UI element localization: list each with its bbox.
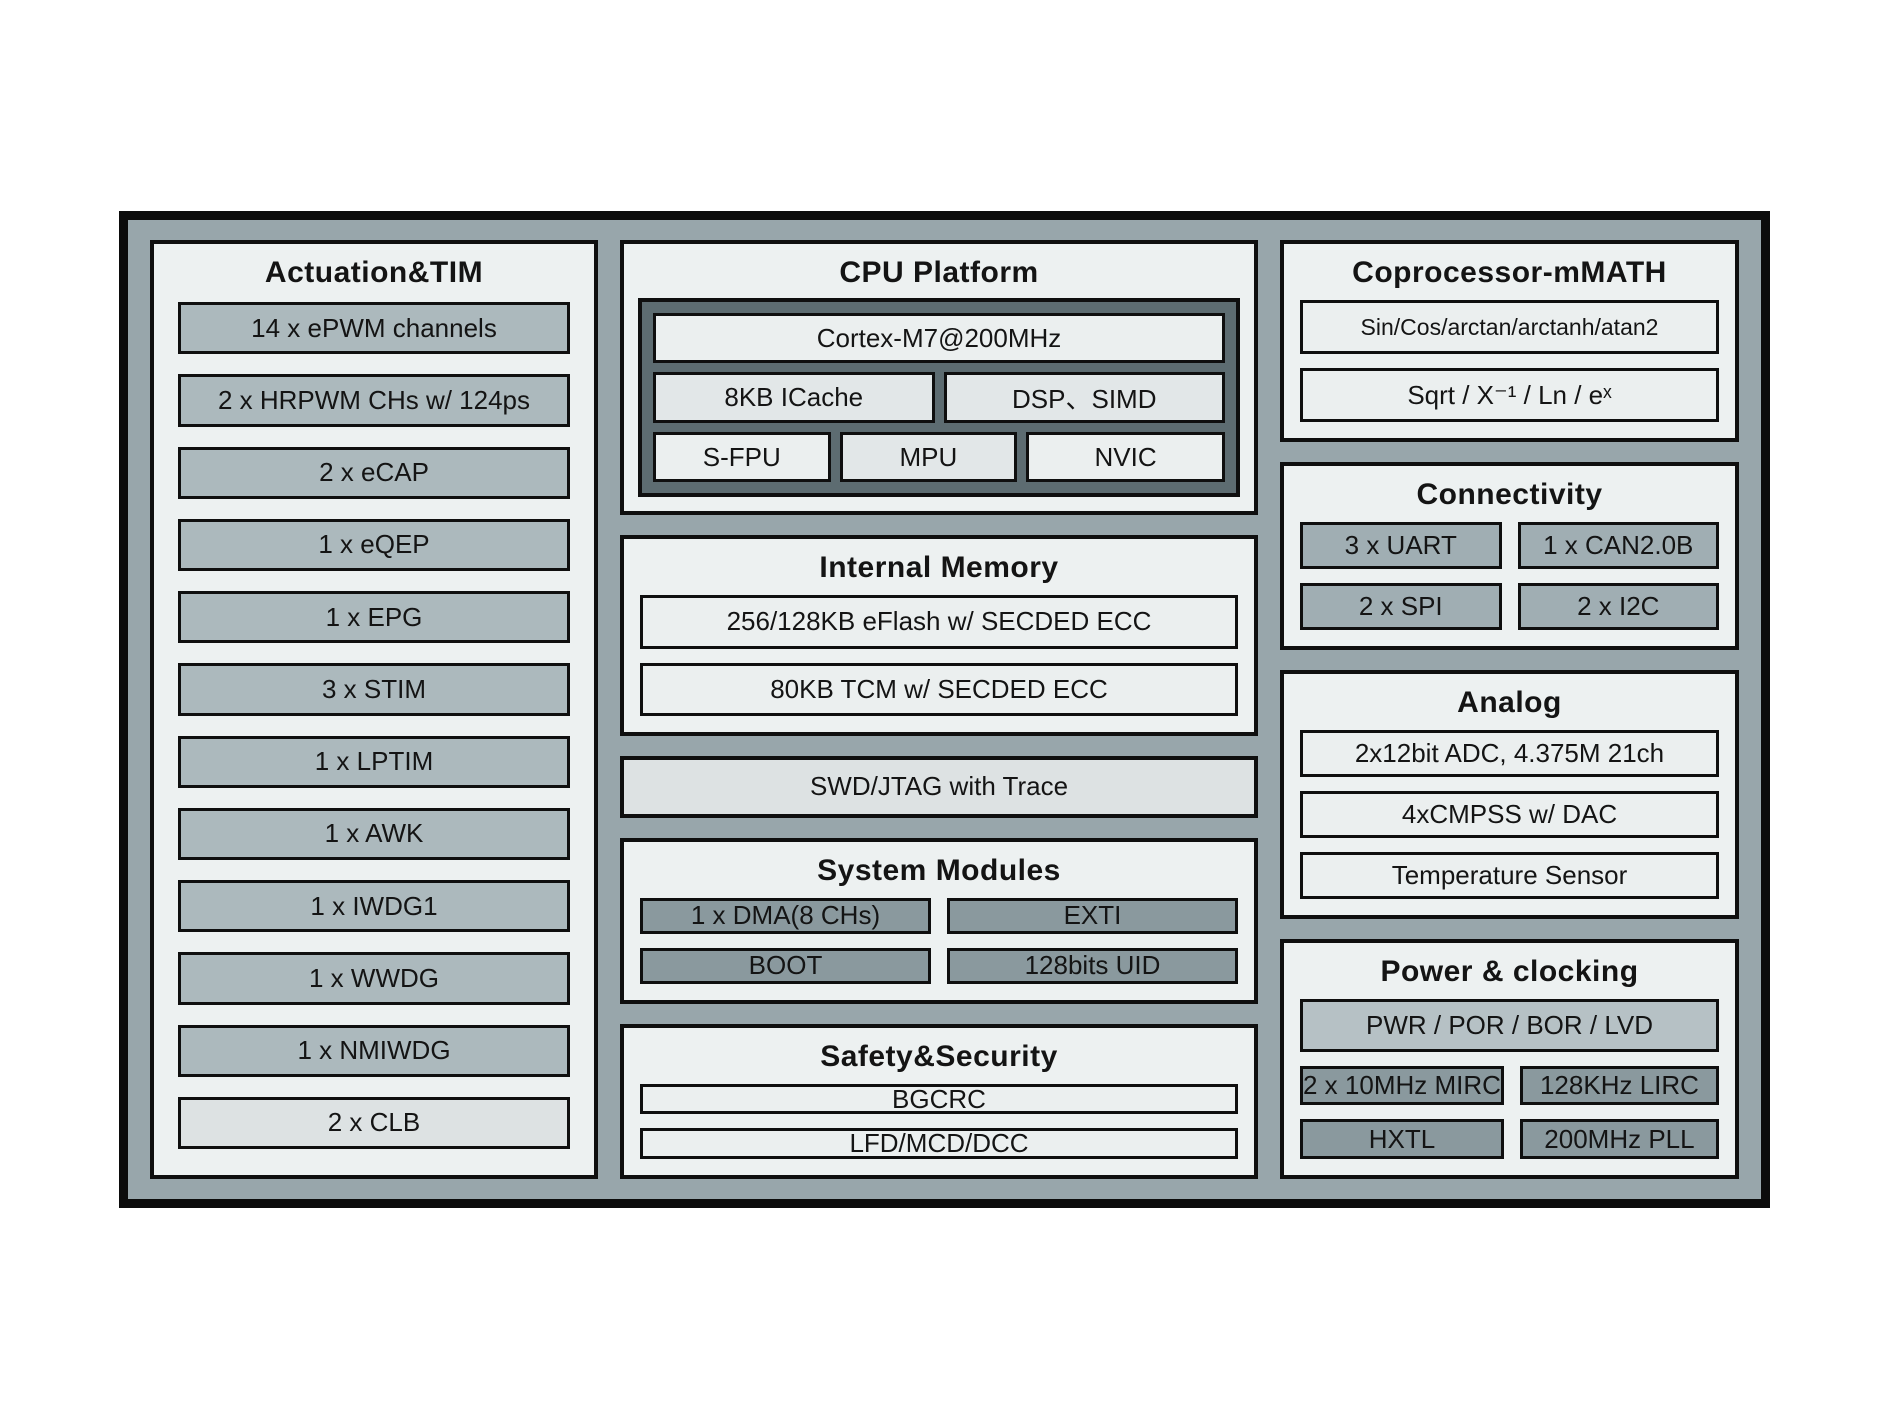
power-list: PWR / POR / BOR / LVD 2 x 10MHz MIRC 128… [1284,995,1735,1175]
cpu-row-units: S-FPU MPU NVIC [653,431,1225,483]
safety-list: BGCRC LFD/MCD/DCC [624,1080,1254,1175]
block-stim: 3 x STIM [178,663,570,716]
block-lfd: LFD/MCD/DCC [640,1128,1238,1159]
block-eflash: 256/128KB eFlash w/ SECDED ECC [640,595,1238,649]
block-sqrt: Sqrt / X⁻¹ / Ln / eˣ [1300,368,1719,422]
panel-system-modules: System Modules 1 x DMA(8 CHs) EXTI BOOT … [620,837,1258,1004]
cpu-core-well: Cortex-M7@200MHz 8KB ICache DSP、SIMD S-F… [638,298,1240,498]
panel-connectivity: Connectivity 3 x UART 1 x CAN2.0B 2 x SP… [1280,462,1739,650]
analog-list: 2x12bit ADC, 4.375M 21ch 4xCMPSS w/ DAC … [1284,726,1735,915]
block-cortex-m7: Cortex-M7@200MHz [653,313,1225,364]
block-pwr-por: PWR / POR / BOR / LVD [1300,999,1719,1052]
panel-title-analog: Analog [1457,685,1562,719]
panel-title-cpu: CPU Platform [839,256,1039,289]
power-grid: 2 x 10MHz MIRC 128KHz LIRC HXTL 200MHz P… [1300,1065,1719,1159]
block-nvic: NVIC [1026,431,1225,483]
block-hxtl: HXTL [1300,1119,1504,1159]
panel-cpu-platform: CPU Platform Cortex-M7@200MHz 8KB ICache… [620,240,1258,516]
panel-title-coprocessor: Coprocessor-mMATH [1352,256,1667,289]
block-clb: 2 x CLB [178,1096,570,1149]
block-cmpss: 4xCMPSS w/ DAC [1300,790,1719,839]
block-epg: 1 x EPG [178,591,570,644]
block-eqep: 1 x eQEP [178,518,570,571]
block-can: 1 x CAN2.0B [1517,522,1719,569]
block-dma: 1 x DMA(8 CHs) [640,897,931,934]
panel-title-system: System Modules [817,853,1061,887]
column-cpu: CPU Platform Cortex-M7@200MHz 8KB ICache… [620,240,1258,1179]
block-hrpwm: 2 x HRPWM CHs w/ 124ps [178,374,570,427]
block-temp-sensor: Temperature Sensor [1300,852,1719,900]
block-dsp-simd: DSP、SIMD [943,372,1225,423]
column-peripherals: Coprocessor-mMATH Sin/Cos/arctan/arctanh… [1280,240,1739,1179]
block-lptim: 1 x LPTIM [178,735,570,788]
chip-outline: Actuation&TIM 14 x ePWM channels 2 x HRP… [119,211,1770,1208]
cpu-row-cache: 8KB ICache DSP、SIMD [653,372,1225,423]
block-uart: 3 x UART [1300,522,1502,569]
panel-title-power: Power & clocking [1380,955,1639,989]
cpu-row-core: Cortex-M7@200MHz [653,313,1225,364]
panel-internal-memory: Internal Memory 256/128KB eFlash w/ SECD… [620,535,1258,737]
panel-coprocessor: Coprocessor-mMATH Sin/Cos/arctan/arctanh… [1280,240,1739,442]
block-mirc: 2 x 10MHz MIRC [1300,1065,1504,1106]
block-epwm: 14 x ePWM channels [178,302,570,355]
panel-title-connectivity: Connectivity [1416,478,1603,511]
panel-actuation-tim: Actuation&TIM 14 x ePWM channels 2 x HRP… [150,240,598,1179]
block-uid: 128bits UID [947,947,1238,984]
block-exti: EXTI [947,897,1238,934]
block-adc: 2x12bit ADC, 4.375M 21ch [1300,729,1719,777]
actuation-list: 14 x ePWM channels 2 x HRPWM CHs w/ 124p… [154,296,594,1175]
panel-safety-security: Safety&Security BGCRC LFD/MCD/DCC [620,1023,1258,1179]
panel-title-safety: Safety&Security [820,1039,1058,1073]
block-awk: 1 x AWK [178,807,570,860]
block-ecap: 2 x eCAP [178,446,570,499]
block-boot: BOOT [640,947,931,984]
block-icache: 8KB ICache [653,372,935,423]
panel-power-clocking: Power & clocking PWR / POR / BOR / LVD 2… [1280,939,1739,1179]
block-lirc: 128KHz LIRC [1519,1065,1719,1106]
coprocessor-list: Sin/Cos/arctan/arctanh/atan2 Sqrt / X⁻¹ … [1284,296,1735,438]
panel-analog: Analog 2x12bit ADC, 4.375M 21ch 4xCMPSS … [1280,669,1739,920]
block-i2c: 2 x I2C [1517,582,1719,630]
column-actuation: Actuation&TIM 14 x ePWM channels 2 x HRP… [150,240,598,1179]
panel-title-memory: Internal Memory [819,551,1059,585]
memory-list: 256/128KB eFlash w/ SECDED ECC 80KB TCM … [624,591,1254,732]
panel-title-actuation: Actuation&TIM [264,256,484,289]
system-grid: 1 x DMA(8 CHs) EXTI BOOT 128bits UID [624,894,1254,1000]
block-trig: Sin/Cos/arctan/arctanh/atan2 [1300,300,1719,354]
connectivity-grid: 3 x UART 1 x CAN2.0B 2 x SPI 2 x I2C [1284,518,1735,646]
block-pll: 200MHz PLL [1519,1119,1719,1159]
panel-swd-jtag: SWD/JTAG with Trace [620,756,1258,818]
block-wwdg: 1 x WWDG [178,952,570,1005]
block-bgcrc: BGCRC [640,1084,1238,1115]
block-tcm: 80KB TCM w/ SECDED ECC [640,662,1238,717]
block-iwdg1: 1 x IWDG1 [178,880,570,933]
block-spi: 2 x SPI [1300,582,1502,630]
block-mpu: MPU [839,431,1018,483]
block-sfpu: S-FPU [653,431,831,483]
block-nmiwdg: 1 x NMIWDG [178,1024,570,1077]
